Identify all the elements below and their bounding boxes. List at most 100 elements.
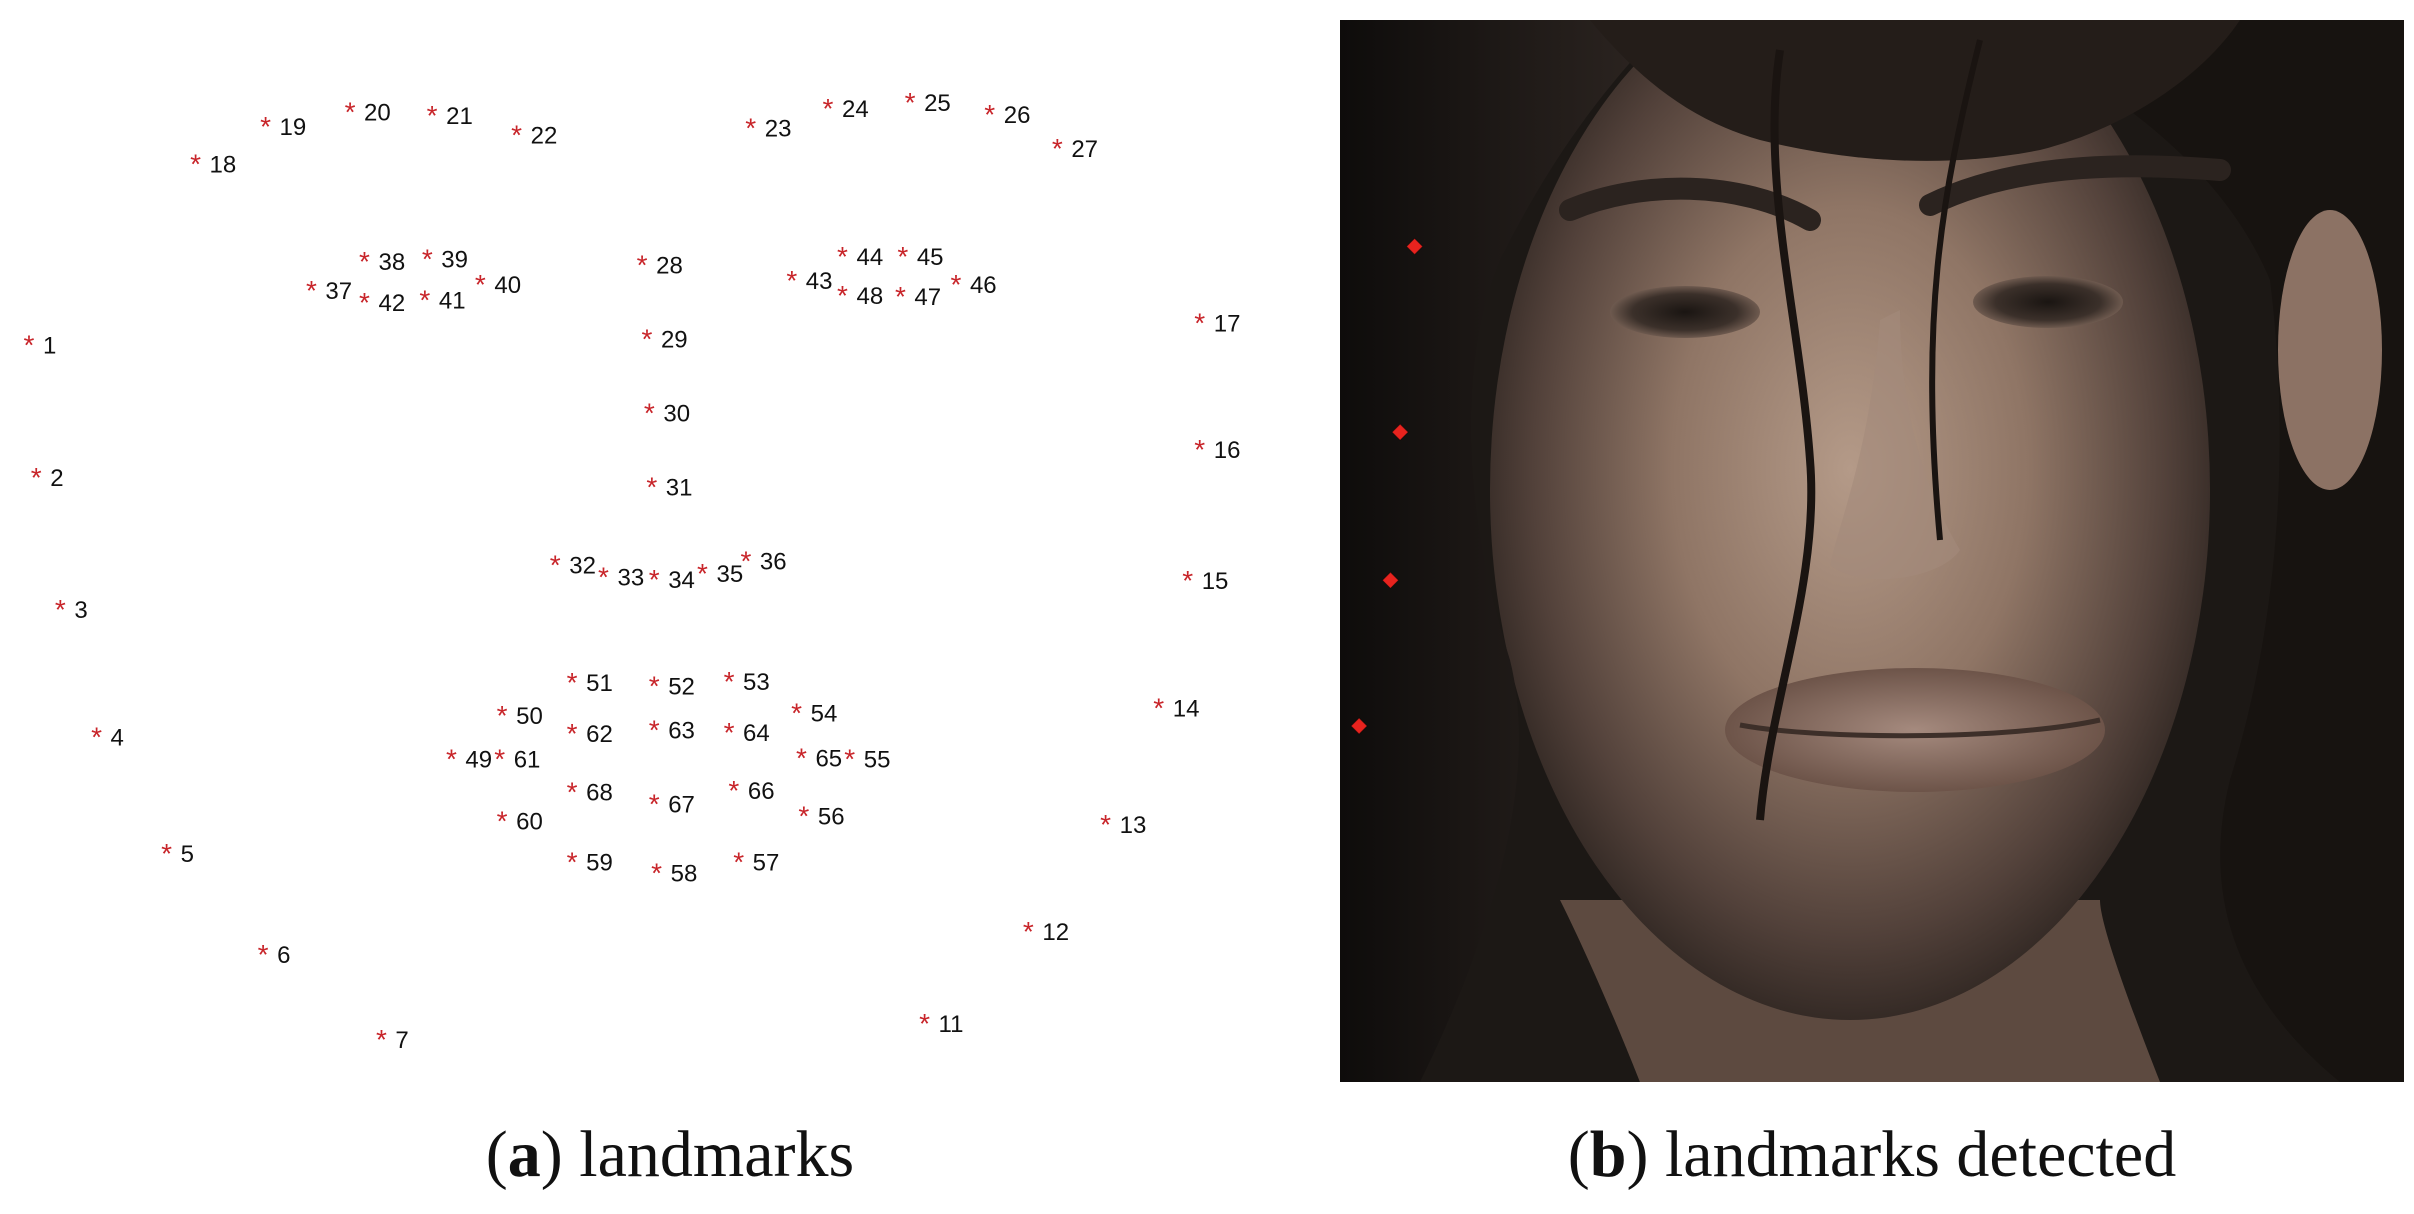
- landmark-marker: *: [786, 265, 797, 296]
- landmark-label: 45: [917, 244, 944, 271]
- landmark-marker: *: [161, 838, 172, 869]
- landmark-27: *27: [1052, 133, 1098, 164]
- landmark-11: * 11: [919, 1008, 963, 1039]
- landmark-label: 51: [586, 670, 613, 697]
- landmark-22: *22: [511, 120, 557, 151]
- landmark-label: 47: [914, 284, 941, 311]
- landmark-marker: *: [422, 243, 433, 274]
- landmark-label: 6: [277, 942, 290, 969]
- landmark-marker: *: [1153, 693, 1164, 724]
- left-hair: [1340, 20, 1670, 1082]
- landmark-marker: *: [950, 269, 961, 300]
- landmark-label: 58: [671, 861, 698, 888]
- landmark-44: *44: [837, 241, 883, 272]
- landmark-label: 22: [531, 123, 558, 150]
- landmark-64: *64: [724, 717, 770, 748]
- landmark-marker: *: [359, 246, 370, 277]
- landmark-31: * 31: [646, 472, 692, 503]
- landmark-34: *34: [649, 564, 695, 595]
- caption-a: (a) landmarks: [485, 1118, 855, 1191]
- landmark-55: *55: [844, 744, 890, 775]
- top-hair: [1590, 20, 2240, 161]
- landmark-58: * 58: [651, 858, 697, 889]
- landmark-marker: *: [649, 671, 660, 702]
- landmark-marker: *: [745, 112, 756, 143]
- landmark-24: * 24: [823, 93, 869, 124]
- caption-b: (b) landmarks detected: [1567, 1118, 2177, 1191]
- landmark-marker: *: [260, 111, 271, 142]
- landmark-marker: *: [724, 717, 735, 748]
- landmark-marker: *: [823, 93, 834, 124]
- landmark-marker: *: [306, 275, 317, 306]
- landmark-41: *41: [419, 285, 465, 316]
- landmark-23: * 23: [745, 112, 791, 143]
- landmark-43: * 43: [786, 265, 832, 296]
- landmark-label: 5: [181, 841, 194, 868]
- landmark-label: 23: [765, 115, 792, 142]
- landmark-label: 59: [586, 850, 613, 877]
- landmark-label: 11: [939, 1011, 964, 1038]
- landmark-label: 24: [842, 96, 869, 123]
- landmark-label: 39: [441, 246, 468, 273]
- landmark-16: *16: [1194, 434, 1240, 465]
- landmark-label: 35: [716, 561, 743, 588]
- landmark-label: 17: [1214, 311, 1241, 338]
- landmark-label: 37: [325, 278, 352, 305]
- landmark-marker: *: [1052, 133, 1063, 164]
- landmark-label: 20: [364, 99, 391, 126]
- landmark-marker: *: [598, 561, 609, 592]
- landmark-marker: *: [796, 742, 807, 773]
- landmark-67: * 67: [649, 788, 695, 819]
- right-brow-shape: [1919, 155, 2231, 216]
- landmark-label: 31: [666, 475, 693, 502]
- landmark-label: 43: [806, 268, 833, 295]
- landmark-label: 49: [465, 747, 492, 774]
- landmark-5: *5: [161, 838, 194, 869]
- landmark-marker: *: [1194, 308, 1205, 339]
- landmark-17: * 17: [1194, 308, 1240, 339]
- landmark-3: *3: [55, 594, 88, 625]
- landmark-54: *54: [791, 697, 837, 728]
- landmark-marker: *: [31, 462, 42, 493]
- landmark-59: *59: [567, 847, 613, 878]
- caption-b-letter: b: [1589, 1118, 1627, 1191]
- landmark-63: *63: [649, 714, 695, 745]
- landmarks-diagram-panel: *1*2*3*4*5*6*7*8*9*10*11*12*13*14*15*16*…: [0, 0, 1340, 1144]
- landmark-marker: *: [258, 939, 269, 970]
- landmark-marker: *: [567, 718, 578, 749]
- landmark-label: 63: [668, 717, 695, 744]
- landmark-label: 48: [856, 283, 883, 310]
- landmark-marker: *: [651, 858, 662, 889]
- landmark-marker: *: [646, 472, 657, 503]
- landmark-label: 1: [43, 333, 56, 360]
- landmark-label: 29: [661, 326, 688, 353]
- landmark-label: 40: [494, 272, 521, 299]
- landmark-label: 57: [753, 850, 780, 877]
- landmark-label: 34: [668, 567, 695, 594]
- landmark-marker: *: [740, 546, 751, 577]
- landmark-60: *60: [497, 805, 543, 836]
- landmark-label: 42: [379, 290, 406, 317]
- landmark-label: 53: [743, 669, 770, 696]
- landmark-label: 14: [1173, 696, 1200, 723]
- left-ear-shape: [2278, 210, 2382, 490]
- landmark-21: *21: [427, 100, 473, 131]
- landmark-12: *12: [1023, 916, 1069, 947]
- landmark-marker: *: [446, 744, 457, 775]
- landmark-marker: *: [24, 330, 35, 361]
- landmark-label: 15: [1202, 568, 1229, 595]
- landmark-marker: *: [905, 87, 916, 118]
- landmark-label: 19: [280, 114, 307, 141]
- landmark-marker: *: [190, 149, 201, 180]
- landmark-label: 55: [864, 747, 891, 774]
- landmark-46: *46: [950, 269, 996, 300]
- landmark-4: *4: [91, 722, 124, 753]
- lips-shape: [1725, 668, 2105, 792]
- landmark-marker: *: [649, 788, 660, 819]
- landmark-marker: *: [91, 722, 102, 753]
- landmark-marker: *: [494, 744, 505, 775]
- landmark-62: *62: [567, 718, 613, 749]
- landmark-marker: *: [1194, 434, 1205, 465]
- landmark-label: 67: [668, 791, 695, 818]
- landmark-marker: *: [919, 1008, 930, 1039]
